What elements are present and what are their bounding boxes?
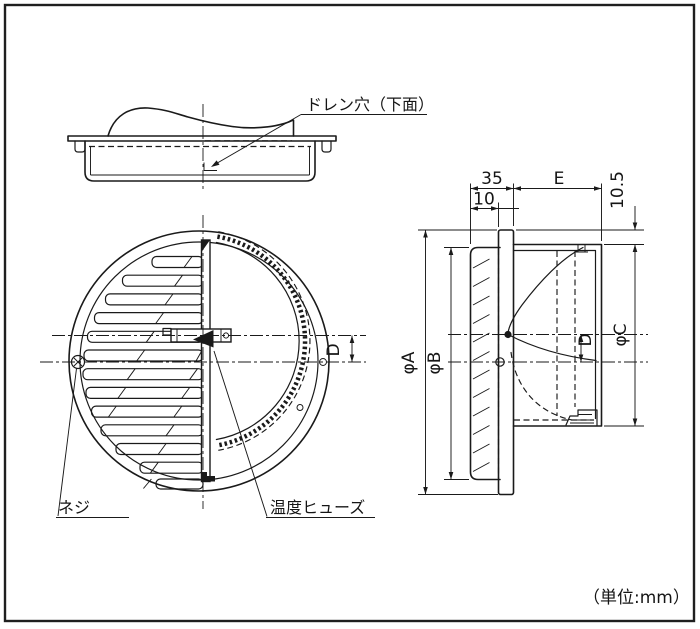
drain-hole-label: ドレン穴（下面） <box>306 95 434 114</box>
dim-phi-a-label: φA <box>399 351 419 374</box>
dim-d-section: D <box>576 333 596 362</box>
screw-label: ネジ <box>58 498 90 517</box>
dim-10-5-label: 10.5 <box>608 171 628 209</box>
thermal-fuse-label: 温度ヒューズ <box>270 498 365 517</box>
section-view: 35 E 10 10.5 <box>399 169 648 496</box>
dim-35: 35 <box>470 169 514 244</box>
louver-hatch <box>472 258 490 472</box>
dim-10: 10 <box>470 190 519 227</box>
duct-gasket-arc <box>217 234 308 448</box>
dim-10-5: 10.5 <box>516 171 644 245</box>
dim-phi-b-label: φB <box>425 352 445 375</box>
front-offset-dim-label: D <box>324 343 344 356</box>
thermal-fuse-arrow <box>193 330 214 348</box>
thermal-fuse-leader <box>213 350 268 517</box>
front-offset-dimension: D <box>324 335 355 362</box>
duct-inner-arc <box>215 241 300 441</box>
dim-phi-b: φB <box>425 247 469 480</box>
dim-35-label: 35 <box>481 169 503 189</box>
dim-10-label: 10 <box>473 190 495 210</box>
side-view: ドレン穴（下面） <box>67 95 434 192</box>
mount-hole-lower <box>296 404 304 411</box>
drain-hole-leader <box>212 114 302 166</box>
dim-phi-c-label: φC <box>611 323 631 346</box>
hood-plate-section <box>469 246 501 481</box>
hood-outer-circle <box>68 230 330 492</box>
damper-swing-arc <box>510 351 573 421</box>
hood-face-circle <box>79 241 319 481</box>
dim-phi-c: φC <box>604 244 644 427</box>
duct-opening-dashed-arc <box>218 231 311 451</box>
damper-flap <box>495 246 598 426</box>
dim-phi-a: φA <box>399 229 498 495</box>
screw-leader <box>57 368 77 517</box>
dim-e-label: E <box>554 169 565 189</box>
louver-shading <box>107 256 203 489</box>
dim-e: E <box>513 169 602 241</box>
dim-d-section-label: D <box>576 333 596 346</box>
unit-note: （単位:mm） <box>583 588 690 608</box>
front-view: D ネジ 温度ヒューズ <box>40 215 375 518</box>
